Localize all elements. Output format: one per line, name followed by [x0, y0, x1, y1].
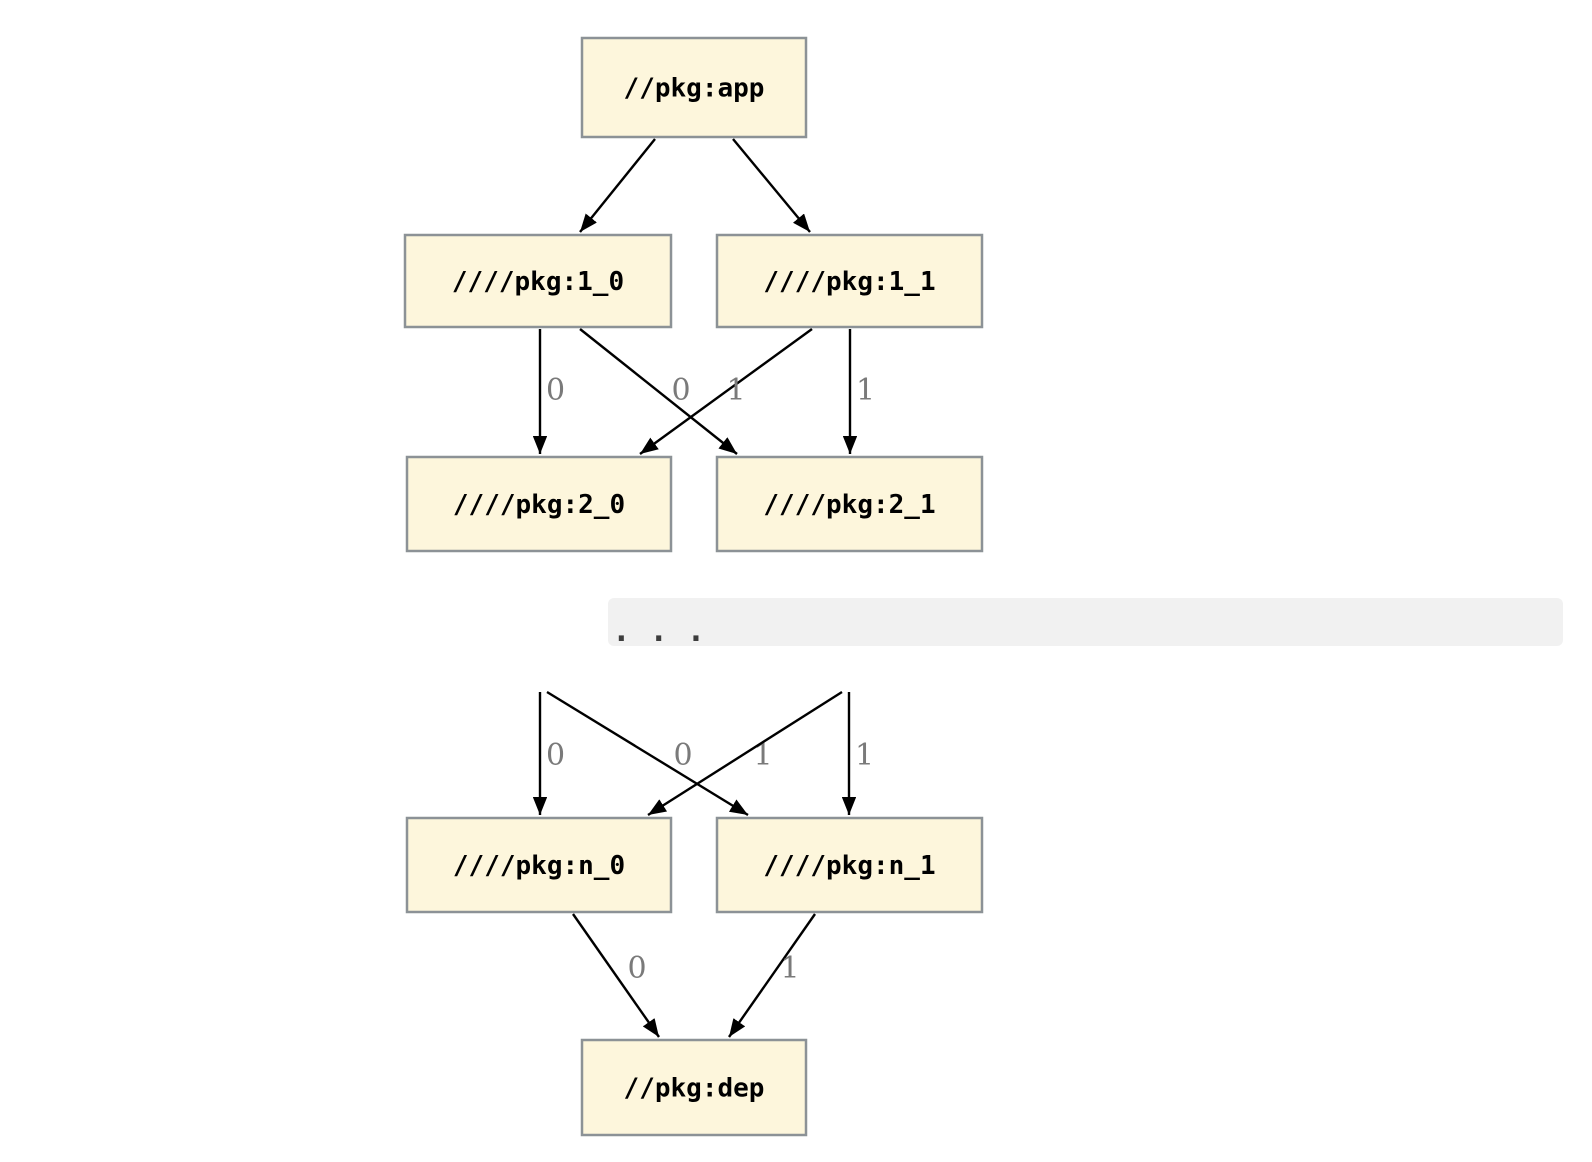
edge-ellipsis-left-to-n_1: 1: [546, 690, 773, 817]
node-dep: //pkg:dep: [580, 1038, 808, 1137]
node-label: ////pkg:1_1: [763, 267, 935, 297]
node-box: [715, 816, 984, 914]
edge-label: 0: [546, 738, 565, 773]
edge-1_1-to-2_1: 1: [842, 329, 875, 454]
edge-label: 1: [726, 373, 745, 408]
node-box: [580, 36, 808, 139]
node-box: [715, 233, 984, 329]
node-box: [715, 455, 984, 553]
edge-app-to-1_1: [732, 138, 811, 233]
edge-line: [579, 328, 738, 455]
node-label: ////pkg:n_1: [763, 851, 935, 881]
node-app: //pkg:app: [580, 36, 808, 139]
ellipsis-band: [608, 598, 1563, 646]
edge-1_0-to-2_0: 0: [532, 329, 565, 454]
node-n_1: ////pkg:n_1: [715, 816, 984, 914]
edge-n_1-to-dep: 1: [728, 913, 816, 1038]
edge-label: 1: [855, 738, 874, 773]
node-box: [580, 1038, 808, 1137]
edge-line: [579, 138, 656, 233]
node-1_0: ////pkg:1_0: [403, 233, 673, 329]
node-label: ////pkg:n_0: [453, 851, 625, 881]
edge-ellipsis-right-to-n_0: 0: [647, 690, 843, 817]
edge-label: 1: [780, 951, 799, 986]
edge-label: 0: [671, 373, 690, 408]
node-label: ////pkg:2_1: [763, 490, 935, 520]
node-n_0: ////pkg:n_0: [405, 816, 673, 914]
node-2_0: ////pkg:2_0: [405, 455, 673, 553]
edge-line: [572, 913, 660, 1038]
node-2_1: ////pkg:2_1: [715, 455, 984, 553]
edge-label: 0: [673, 738, 692, 773]
node-1_1: ////pkg:1_1: [715, 233, 984, 329]
node-label: ////pkg:2_0: [453, 490, 625, 520]
edge-ellipsis-right-to-n_1: 1: [841, 692, 874, 815]
edge-line: [728, 913, 816, 1038]
node-label: //pkg:dep: [624, 1074, 765, 1104]
edge-n_0-to-dep: 0: [572, 913, 660, 1038]
edge-label: 0: [546, 373, 565, 408]
edge-label: 0: [627, 951, 646, 986]
node-label: ////pkg:1_0: [452, 267, 624, 297]
edge-1_0-to-2_1: 1: [579, 328, 746, 455]
edge-label: 1: [856, 373, 875, 408]
ellipsis-band-group: . . .: [608, 598, 1563, 649]
edges-group: 0 0 1 1 0 1 1 0 0 1: [532, 138, 875, 1038]
edge-line: [732, 138, 811, 233]
node-box: [403, 233, 673, 329]
edge-1_1-to-2_0: 0: [639, 328, 813, 455]
edge-line: [546, 690, 749, 817]
edge-label: 1: [753, 738, 772, 773]
ellipsis-text: . . .: [612, 613, 705, 649]
edge-ellipsis-left-to-n_0: 0: [532, 692, 565, 815]
node-box: [405, 455, 673, 553]
nodes-group: //pkg:app ////pkg:1_0 ////pkg:1_1 ////pkg:2…: [403, 36, 984, 1137]
edge-line: [639, 328, 813, 455]
node-label: //pkg:app: [624, 74, 765, 104]
edge-app-to-1_0: [579, 138, 656, 233]
node-box: [405, 816, 673, 914]
edge-line: [647, 690, 843, 817]
